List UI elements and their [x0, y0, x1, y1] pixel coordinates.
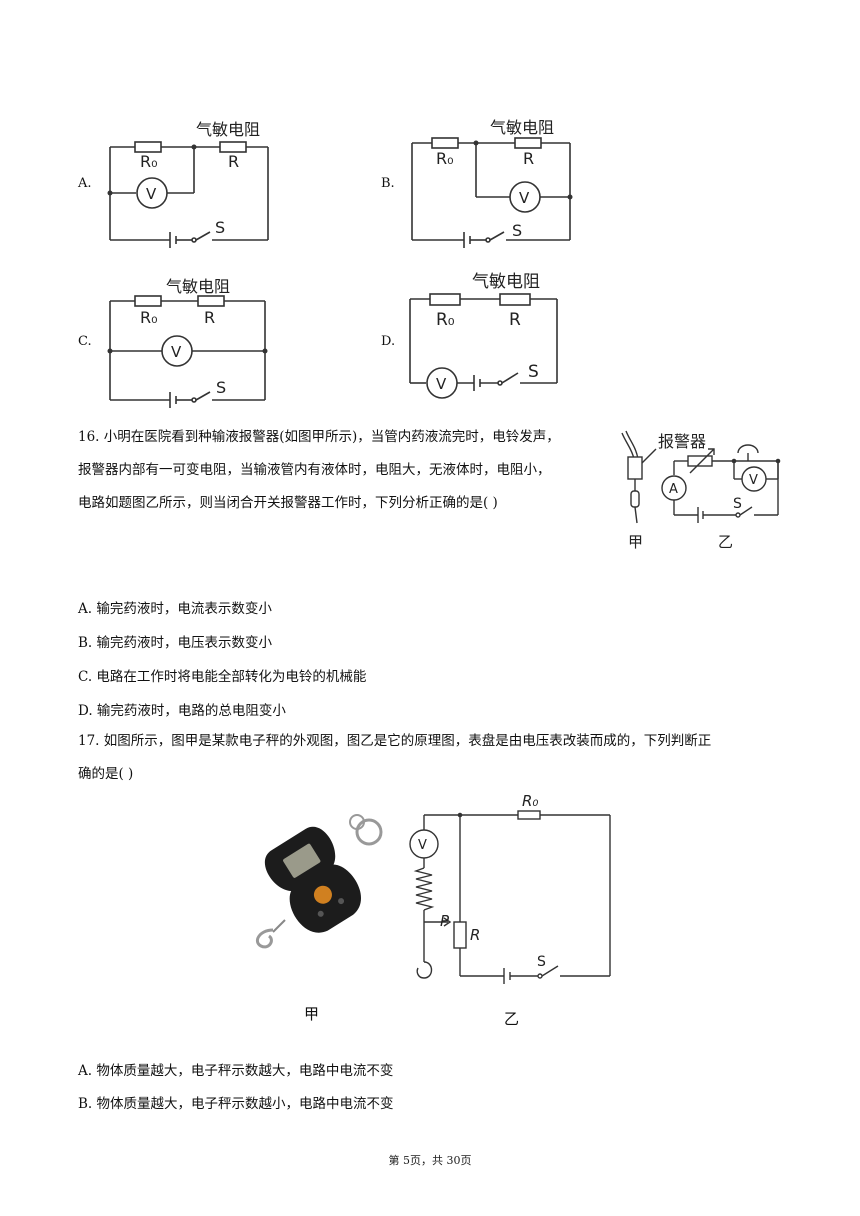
svg-text:R: R	[509, 310, 521, 330]
electronic-scale-image	[256, 814, 383, 949]
q16-option-c: C. 电路在工作时将电能全部转化为电铃的机械能	[78, 669, 367, 685]
svg-text:R₀: R₀	[436, 149, 454, 168]
circuit-option-a: 气敏电阻 R₀ R V S	[107, 120, 269, 248]
option-b-letter: B.	[381, 176, 395, 191]
svg-text:V: V	[418, 838, 427, 853]
svg-text:气敏电阻: 气敏电阻	[490, 118, 554, 137]
svg-text:A: A	[669, 482, 678, 497]
q17-caption-yi: 乙	[504, 1010, 520, 1028]
svg-text:R₀: R₀	[436, 310, 455, 330]
svg-text:乙: 乙	[718, 533, 733, 551]
circuit-option-d: 气敏电阻 R₀ R V S	[409, 272, 558, 399]
alarm-label: 报警器	[658, 432, 706, 451]
svg-text:S: S	[216, 378, 226, 397]
sensor-label: 气敏电阻	[196, 120, 260, 139]
q17-option-b: B. 物体质量越大，电子秤示数越小，电路中电流不变	[78, 1096, 394, 1112]
svg-text:V: V	[146, 185, 157, 203]
q17-option-a: A. 物体质量越大，电子秤示数越大，电路中电流不变	[78, 1063, 394, 1079]
svg-text:V: V	[749, 473, 758, 488]
q17-caption-jia: 甲	[304, 1005, 320, 1023]
svg-text:P: P	[440, 912, 450, 930]
svg-text:S: S	[215, 218, 225, 237]
svg-text:R₀: R₀	[140, 152, 158, 171]
svg-text:R: R	[228, 152, 239, 171]
svg-text:R₀: R₀	[140, 308, 158, 327]
svg-text:V: V	[519, 189, 530, 207]
q16-stem: 16. 小明在医院看到种输液报警器(如图甲所示)，当管内药液流完时，电铃发声， …	[78, 429, 560, 511]
q16-option-b: B. 输完药液时，电压表示数变小	[78, 635, 273, 651]
svg-text:R: R	[204, 308, 215, 327]
svg-text:气敏电阻: 气敏电阻	[472, 272, 540, 292]
circuit-option-c: 气敏电阻 R₀ R V S	[107, 277, 268, 408]
svg-text:S: S	[733, 496, 742, 512]
q17-circuit: R₀ R P V S	[409, 792, 611, 984]
q16-option-a: A. 输完药液时，电流表示数变小	[78, 601, 272, 617]
svg-text:气敏电阻: 气敏电阻	[166, 277, 230, 296]
svg-text:R: R	[470, 926, 480, 944]
svg-text:S: S	[537, 954, 546, 970]
svg-text:R: R	[523, 149, 534, 168]
svg-text:V: V	[171, 343, 182, 361]
option-d-letter: D.	[381, 334, 396, 349]
svg-text:V: V	[436, 375, 447, 393]
page-footer: 第 5页，共 30页	[388, 1154, 472, 1167]
option-a-letter: A.	[78, 176, 92, 191]
q17-stem: 17. 如图所示，图甲是某款电子秤的外观图，图乙是它的原理图，表盘是由电压表改装…	[78, 733, 712, 782]
circuit-option-b: 气敏电阻 R₀ R V S	[411, 118, 573, 248]
q16-option-d: D. 输完药液时，电路的总电阻变小	[78, 703, 286, 719]
svg-text:S: S	[512, 221, 522, 240]
option-c-letter: C.	[78, 334, 92, 349]
svg-text:甲: 甲	[628, 533, 643, 551]
svg-text:R₀: R₀	[522, 792, 538, 810]
svg-text:S: S	[528, 362, 539, 382]
q16-figure: 报警器 甲 A V S 乙	[621, 430, 781, 551]
